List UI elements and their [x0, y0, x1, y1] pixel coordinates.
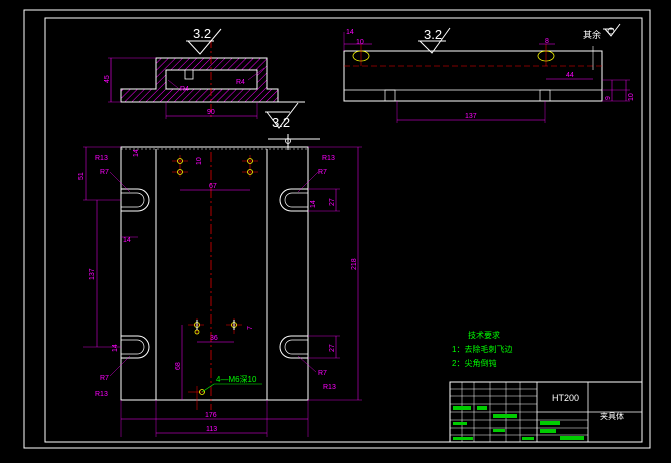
dim-10-side-top: 10	[356, 39, 364, 46]
side-body	[343, 50, 603, 102]
roughness-value-top: 3.2	[193, 26, 211, 41]
roughness-value-section: 3.2	[272, 115, 290, 130]
dim-r7-bl: R7	[100, 375, 109, 382]
section-view: 45 90 R4 R4 3.2 3.2	[104, 26, 320, 150]
dim-14-l2: 14	[112, 344, 119, 352]
dim-45: 45	[104, 75, 111, 83]
tech-req-item-2: 2：尖角倒钝	[452, 358, 496, 368]
dim-r13-bl: R13	[95, 391, 108, 398]
dim-9: 9	[605, 96, 612, 100]
dim-218: 218	[351, 258, 358, 270]
thread-note: 4—M6深10	[216, 375, 257, 384]
inner-border	[44, 17, 643, 443]
dim-14-l1: 14	[123, 237, 131, 244]
dim-r7-tr: R7	[318, 169, 327, 176]
roughness-symbol-right	[419, 27, 451, 54]
plan-view: 51 137 R13 R7 R7 R13 14 14 14 10 R13 R7 …	[78, 146, 362, 437]
title-block: HT200 夹具体	[449, 381, 643, 443]
slot-top-right	[279, 188, 308, 212]
material-label: HT200	[552, 393, 579, 403]
slot-bottom-left	[121, 335, 150, 359]
dim-137-plan: 137	[89, 268, 96, 280]
slot-bottom-right	[279, 335, 308, 359]
dim-r7-br: R7	[318, 370, 327, 377]
dim-r13-br: R13	[323, 384, 336, 391]
dim-68: 68	[175, 362, 182, 370]
hole-2	[247, 158, 253, 164]
dim-r13-tl: R13	[95, 155, 108, 162]
dim-7: 7	[247, 326, 254, 330]
dim-14-side: 14	[346, 29, 354, 36]
dim-36: 36	[210, 335, 218, 342]
dim-r4-left: R4	[180, 86, 189, 93]
dim-44: 44	[566, 72, 574, 79]
dim-90: 90	[207, 109, 215, 116]
technical-requirements: 技术要求 1：去除毛刺飞边 2：尖角倒钝	[452, 330, 512, 368]
dim-r7-tl: R7	[100, 169, 109, 176]
dim-113: 113	[206, 426, 217, 433]
dim-137-side: 137	[465, 113, 477, 120]
dim-27-bottom: 27	[329, 344, 336, 352]
tech-req-item-1: 1：去除毛刺飞边	[452, 344, 512, 354]
section-slot	[184, 69, 194, 80]
dim-r4-right: R4	[236, 79, 245, 86]
roughness-symbol-top	[187, 28, 222, 55]
dim-27-top: 27	[329, 198, 336, 206]
dim-176: 176	[205, 412, 217, 419]
side-view: 14 10 8 44 9 10 137 3.2 其余	[343, 23, 635, 123]
dim-67: 67	[209, 183, 217, 190]
dim-14-r: 14	[310, 200, 317, 208]
dim-10-plan-left: 10	[196, 157, 203, 165]
dim-8: 8	[545, 38, 549, 45]
surface-finish-rest-label: 其余	[583, 29, 601, 40]
dim-10-side: 10	[628, 93, 635, 101]
roughness-symbol-section	[266, 102, 299, 129]
dim-14-tl: 14	[133, 149, 140, 157]
dim-r13-tr: R13	[322, 155, 335, 162]
title-cell-label: 夹具体	[600, 411, 624, 421]
tech-req-title: 技术要求	[468, 330, 500, 340]
hole-1	[177, 158, 183, 164]
dim-51: 51	[78, 172, 85, 180]
outer-border	[23, 9, 651, 449]
roughness-value-right: 3.2	[424, 27, 442, 42]
plate-outline	[120, 146, 309, 401]
slot-top-left	[121, 188, 150, 212]
